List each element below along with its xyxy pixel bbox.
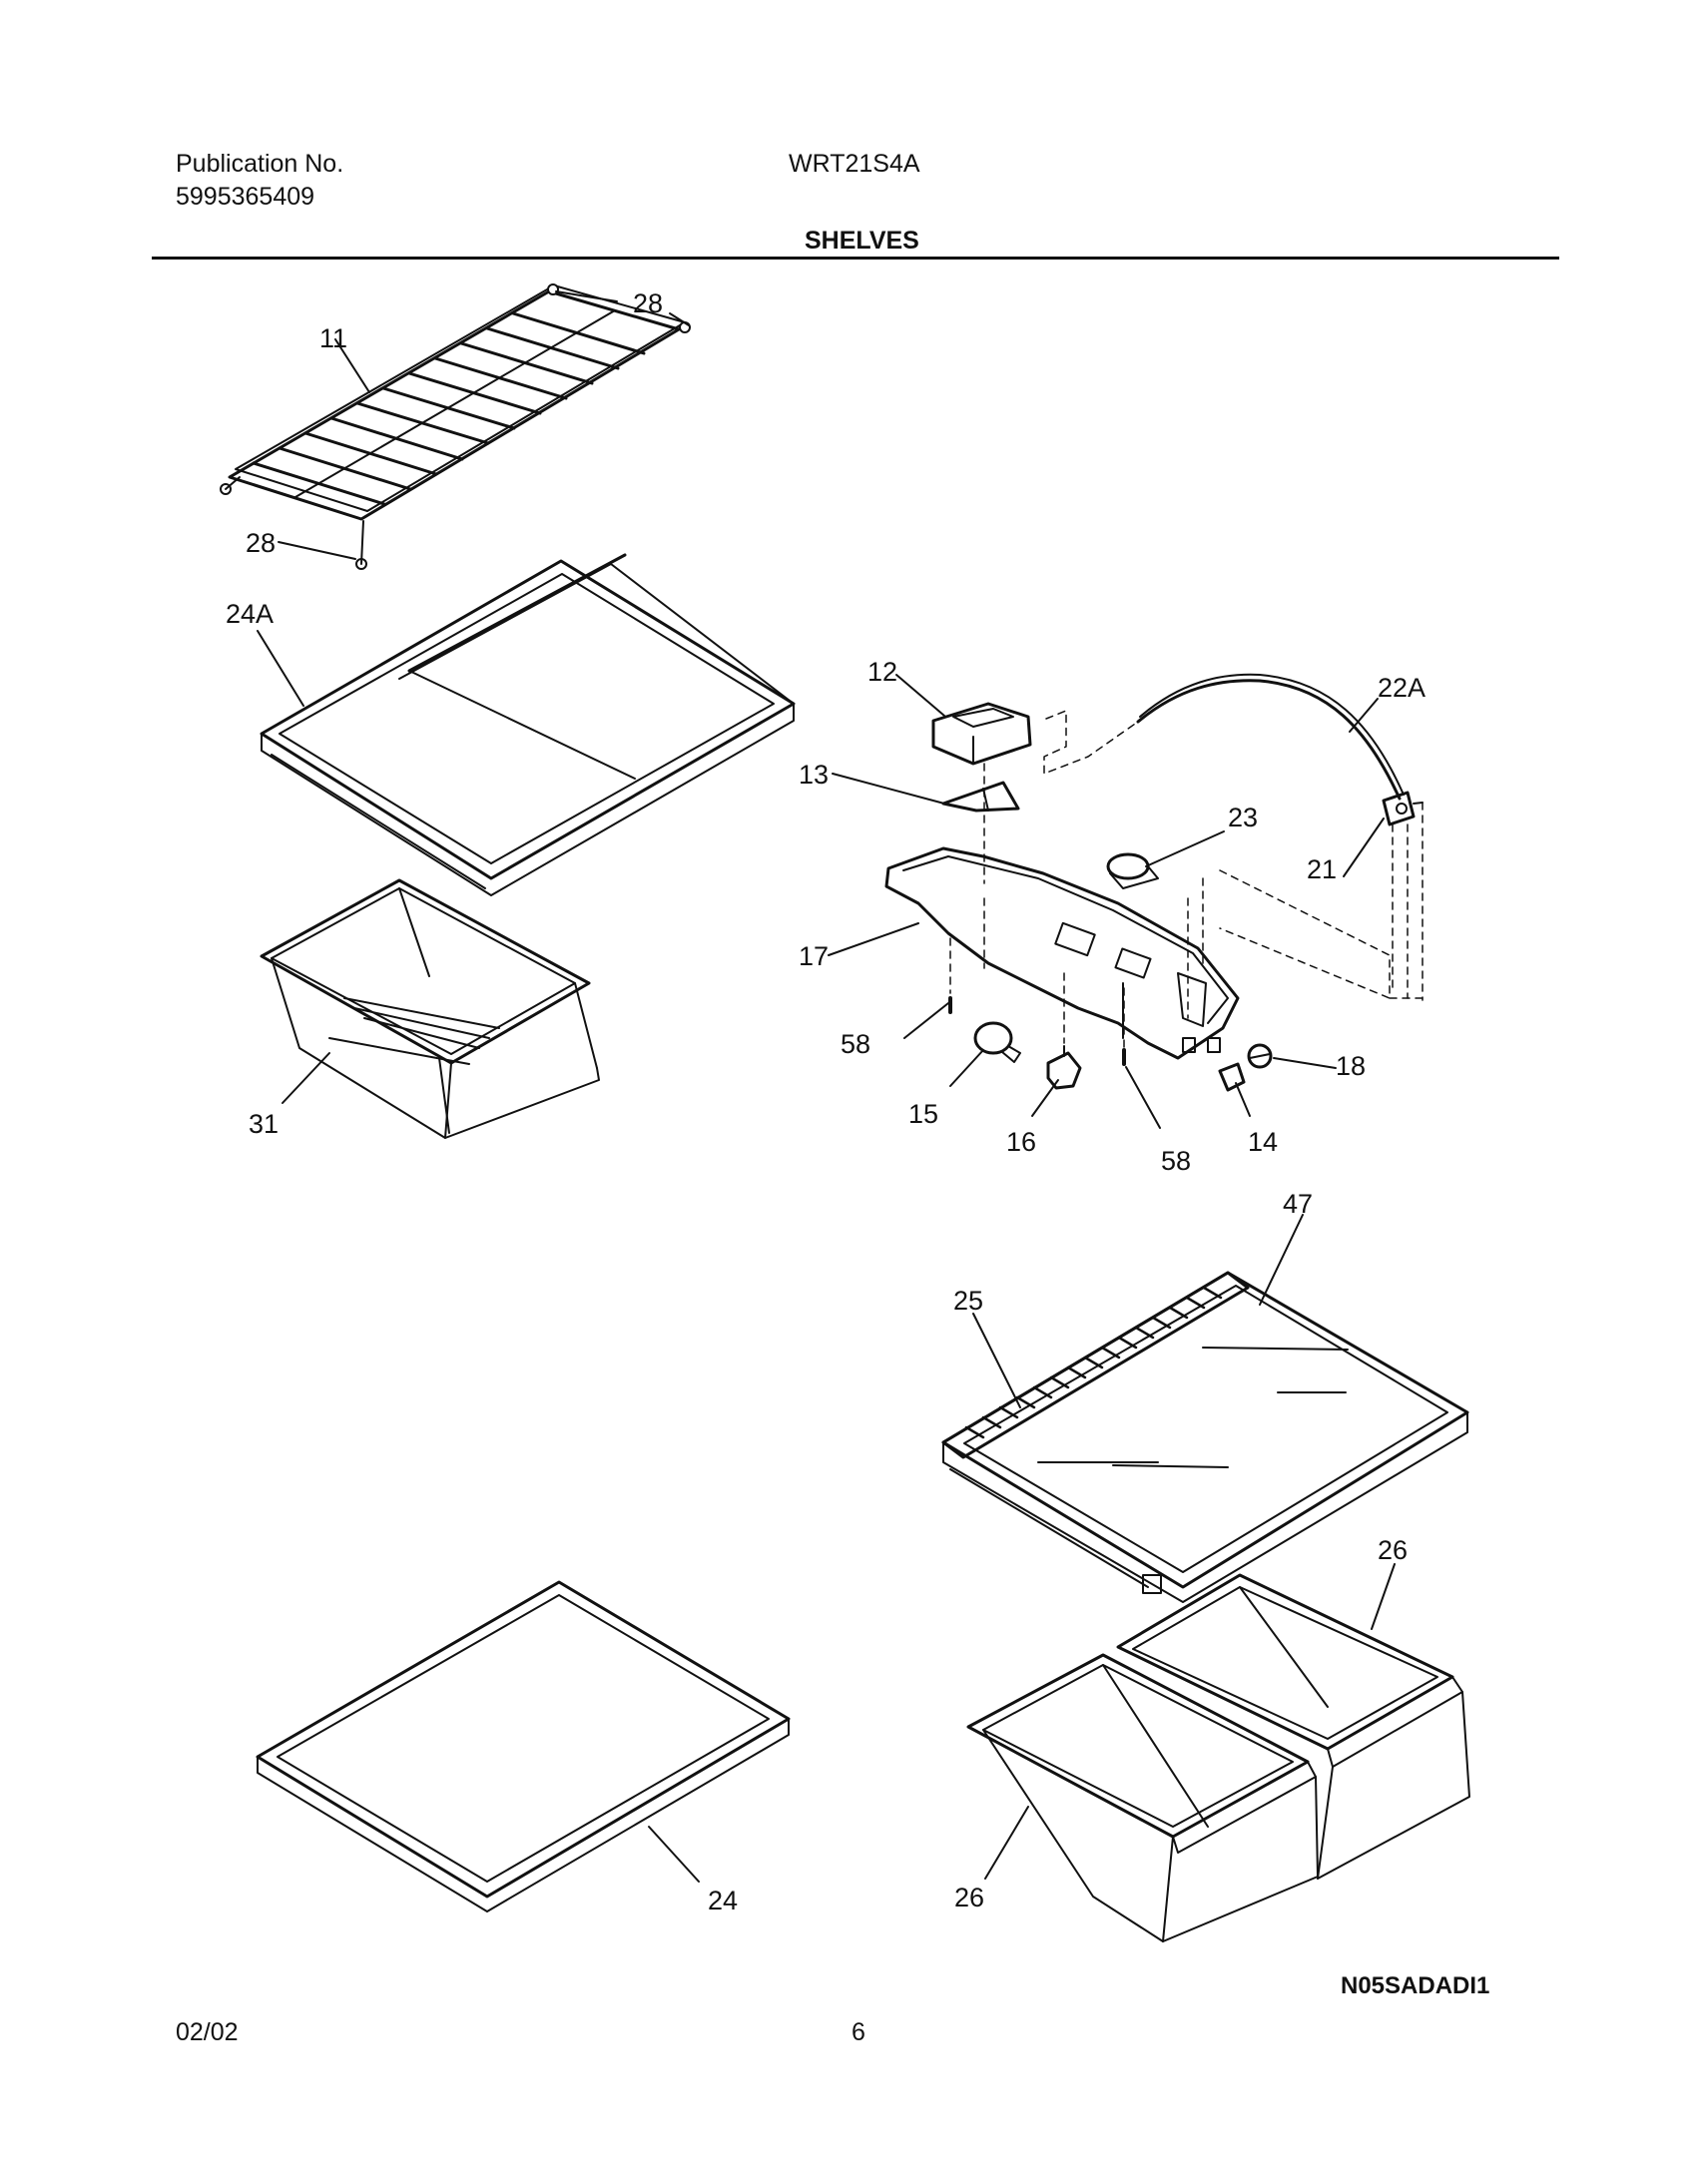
callout-58-left: 58 — [841, 1029, 870, 1059]
callout-23: 23 — [1228, 803, 1258, 832]
callout-13: 13 — [799, 760, 829, 790]
diagram-code: N05SADADI1 — [1341, 1972, 1490, 1999]
callout-26-rear: 26 — [1378, 1535, 1408, 1565]
callout-25: 25 — [953, 1286, 983, 1316]
crisper-pan-26-rear — [1116, 1573, 1470, 1880]
glass-shelf-24a — [260, 553, 796, 896]
callout-16: 16 — [1006, 1127, 1036, 1157]
model-number: WRT21S4A — [789, 150, 920, 178]
glass-shelf-24 — [256, 1580, 791, 1912]
publication-number: 5995365409 — [176, 183, 315, 211]
light-shield-13 — [941, 781, 1020, 813]
section-title: SHELVES — [805, 227, 919, 255]
switch-23 — [1106, 852, 1159, 889]
callout-28-top: 28 — [633, 288, 663, 318]
crisper-pan-26-front — [966, 1653, 1319, 1942]
housing-cover-12 — [931, 702, 1032, 766]
callout-15: 15 — [908, 1099, 938, 1129]
socket-21 — [1382, 791, 1423, 826]
callout-22a: 22A — [1378, 673, 1425, 703]
light-bulb-15 — [973, 1021, 1021, 1063]
callout-11: 11 — [319, 323, 347, 353]
light-socket-16 — [1046, 1045, 1082, 1090]
crisper-drawer-31 — [260, 878, 600, 1139]
callout-21: 21 — [1307, 854, 1337, 884]
header-rule — [152, 257, 1559, 260]
callout-18: 18 — [1336, 1051, 1366, 1081]
callout-24a: 24A — [226, 599, 274, 629]
page-number: 6 — [852, 2018, 865, 2046]
callout-47: 47 — [1283, 1189, 1313, 1219]
footer-date: 02/02 — [176, 2018, 239, 2046]
assembly-lines — [949, 710, 1423, 1049]
callout-14: 14 — [1248, 1127, 1278, 1157]
callout-26-front: 26 — [954, 1883, 984, 1912]
callout-31: 31 — [249, 1109, 279, 1139]
callout-12: 12 — [867, 657, 897, 687]
wire-harness-22a — [1136, 673, 1405, 801]
callout-28-bottom: 28 — [246, 528, 276, 558]
plug-18 — [1247, 1043, 1273, 1069]
callout-58-right: 58 — [1161, 1146, 1191, 1176]
light-housing-17 — [884, 846, 1240, 1060]
shelf-cover-25 — [941, 1271, 1250, 1459]
control-14 — [1218, 1062, 1246, 1092]
wire-shelf — [220, 283, 691, 570]
publication-label: Publication No. — [176, 150, 344, 178]
callout-17: 17 — [799, 941, 829, 971]
leader-lines — [257, 290, 1396, 1883]
callout-24: 24 — [708, 1886, 738, 1915]
